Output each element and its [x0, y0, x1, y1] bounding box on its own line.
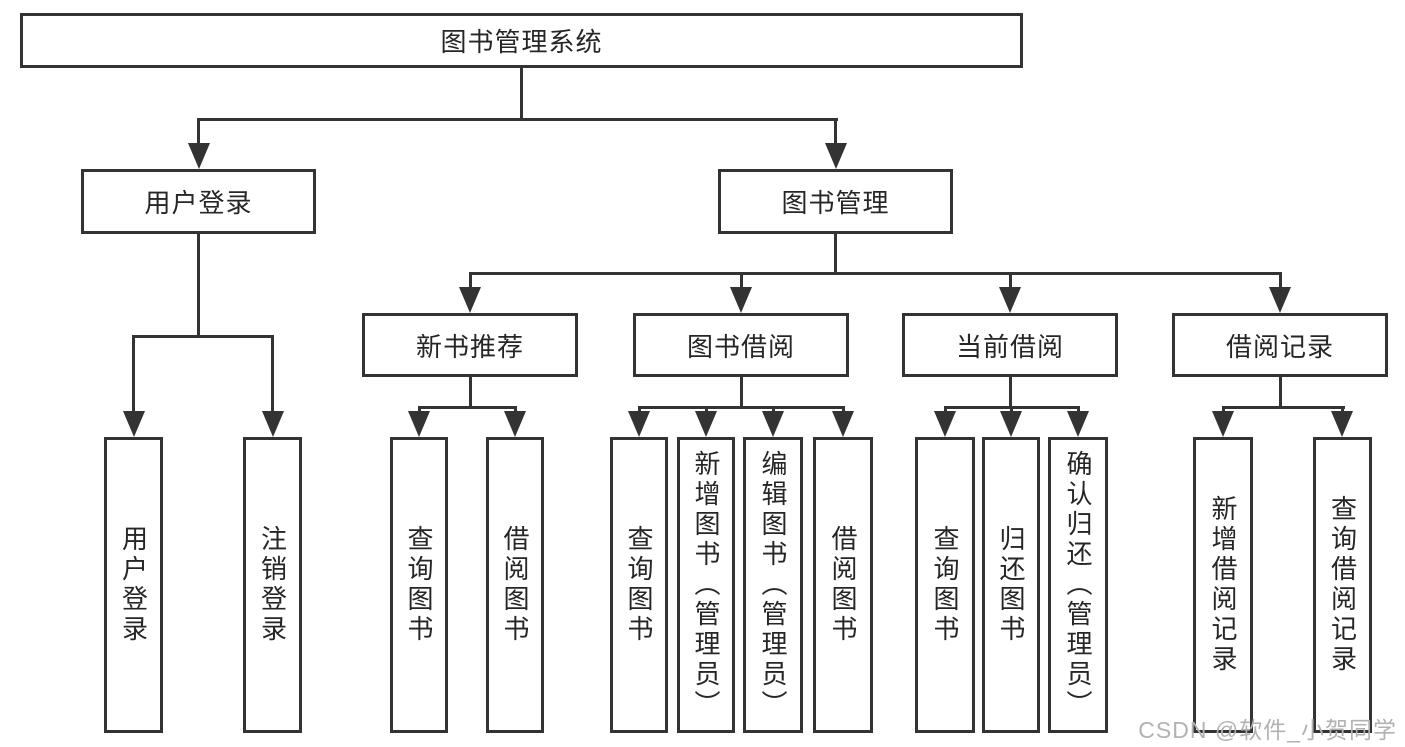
leaf-query-books-recommend: 查询图书	[390, 437, 448, 733]
node-label: 图书管理	[781, 188, 890, 218]
connector-line	[132, 335, 274, 338]
leaf-add-books-admin: 新增图书（管理员）	[677, 437, 735, 733]
node-book-borrowing: 图书借阅	[633, 313, 849, 377]
node-label: 注销登录	[257, 525, 288, 645]
leaf-confirm-return-admin: 确认归还（管理员）	[1048, 437, 1108, 733]
arrowhead-down	[999, 287, 1021, 313]
node-label: 归还图书	[996, 525, 1026, 645]
node-label: 新增图书（管理员）	[691, 450, 721, 720]
leaf-logout: 注销登录	[243, 437, 302, 733]
connector-line	[1009, 272, 1012, 290]
arrowhead-down	[825, 143, 847, 169]
node-new-book-recommendation: 新书推荐	[362, 313, 578, 377]
connector-line	[514, 406, 517, 414]
arrowhead-down	[1212, 411, 1234, 437]
arrowhead-down	[504, 411, 526, 437]
connector-line	[772, 406, 775, 414]
arrowhead-down	[1269, 287, 1291, 313]
connector-line	[469, 272, 472, 290]
connector-line	[271, 335, 274, 413]
leaf-return-books: 归还图书	[982, 437, 1040, 733]
connector-line	[842, 406, 845, 414]
arrowhead-down	[762, 411, 784, 437]
connector-line	[834, 234, 837, 272]
connector-line	[418, 406, 421, 414]
connector-line	[197, 118, 838, 121]
node-label: 编辑图书（管理员）	[758, 450, 788, 720]
node-label: 确认归还（管理员）	[1063, 450, 1093, 720]
arrowhead-down	[695, 411, 717, 437]
connector-line	[520, 68, 523, 118]
node-borrowing-records: 借阅记录	[1172, 313, 1388, 377]
leaf-user-login: 用户登录	[104, 437, 163, 733]
node-label: 查询借阅记录	[1327, 495, 1358, 675]
arrowhead-down	[408, 411, 430, 437]
node-label: 用户登录	[118, 525, 149, 645]
connector-line	[740, 377, 743, 406]
node-book-management: 图书管理	[718, 169, 953, 234]
connector-line	[469, 272, 1282, 275]
connector-line	[197, 234, 200, 335]
node-label: 图书借阅	[686, 331, 795, 362]
arrowhead-down	[1067, 411, 1089, 437]
node-label: 借阅图书	[500, 525, 530, 645]
leaf-edit-books-admin: 编辑图书（管理员）	[743, 437, 803, 733]
leaf-query-borrow-record: 查询借阅记录	[1313, 437, 1372, 733]
node-current-borrowing: 当前借阅	[902, 313, 1118, 377]
connector-line	[1279, 272, 1282, 290]
node-label: 查询图书	[624, 525, 654, 645]
connector-line	[944, 406, 947, 414]
connector-line	[638, 406, 845, 409]
connector-line	[1010, 406, 1013, 414]
arrowhead-down	[123, 411, 145, 437]
connector-line	[418, 406, 517, 409]
node-label: 图书管理系统	[440, 27, 603, 57]
arrowhead-down	[628, 411, 650, 437]
connector-line	[1009, 377, 1012, 406]
node-label: 查询图书	[404, 525, 434, 645]
leaf-add-borrow-record: 新增借阅记录	[1193, 437, 1253, 733]
connector-line	[1341, 406, 1344, 414]
connector-line	[834, 118, 837, 146]
connector-line	[705, 406, 708, 414]
arrowhead-down	[1000, 411, 1022, 437]
arrowhead-down	[934, 411, 956, 437]
connector-line	[469, 377, 472, 406]
node-library-management-system: 图书管理系统	[20, 13, 1023, 68]
node-label: 当前借阅	[955, 331, 1064, 362]
leaf-borrow-books: 借阅图书	[813, 437, 873, 733]
node-user-login: 用户登录	[81, 169, 316, 234]
connector-line	[638, 406, 641, 414]
arrowhead-down	[1331, 411, 1353, 437]
connector-line	[1279, 377, 1282, 406]
node-label: 新增借阅记录	[1208, 495, 1238, 675]
arrowhead-down	[188, 143, 210, 169]
arrowhead-down	[262, 411, 284, 437]
connector-line	[197, 118, 200, 146]
node-label: 查询图书	[930, 525, 960, 645]
arrowhead-down	[730, 287, 752, 313]
csdn-watermark: CSDN @软件_小贺同学	[1138, 717, 1397, 743]
connector-line	[1222, 406, 1225, 414]
node-label: 借阅记录	[1225, 331, 1334, 362]
connector-line	[740, 272, 743, 290]
leaf-borrow-books-recommend: 借阅图书	[486, 437, 544, 733]
leaf-query-books-borrowing: 查询图书	[610, 437, 668, 733]
connector-line	[1222, 406, 1345, 409]
arrowhead-down	[459, 287, 481, 313]
node-label: 用户登录	[144, 188, 253, 218]
node-label: 借阅图书	[828, 525, 858, 645]
connector-line	[1077, 406, 1080, 414]
connector-line	[132, 335, 135, 413]
node-label: 新书推荐	[415, 331, 524, 362]
arrowhead-down	[832, 411, 854, 437]
leaf-query-books-current: 查询图书	[915, 437, 975, 733]
